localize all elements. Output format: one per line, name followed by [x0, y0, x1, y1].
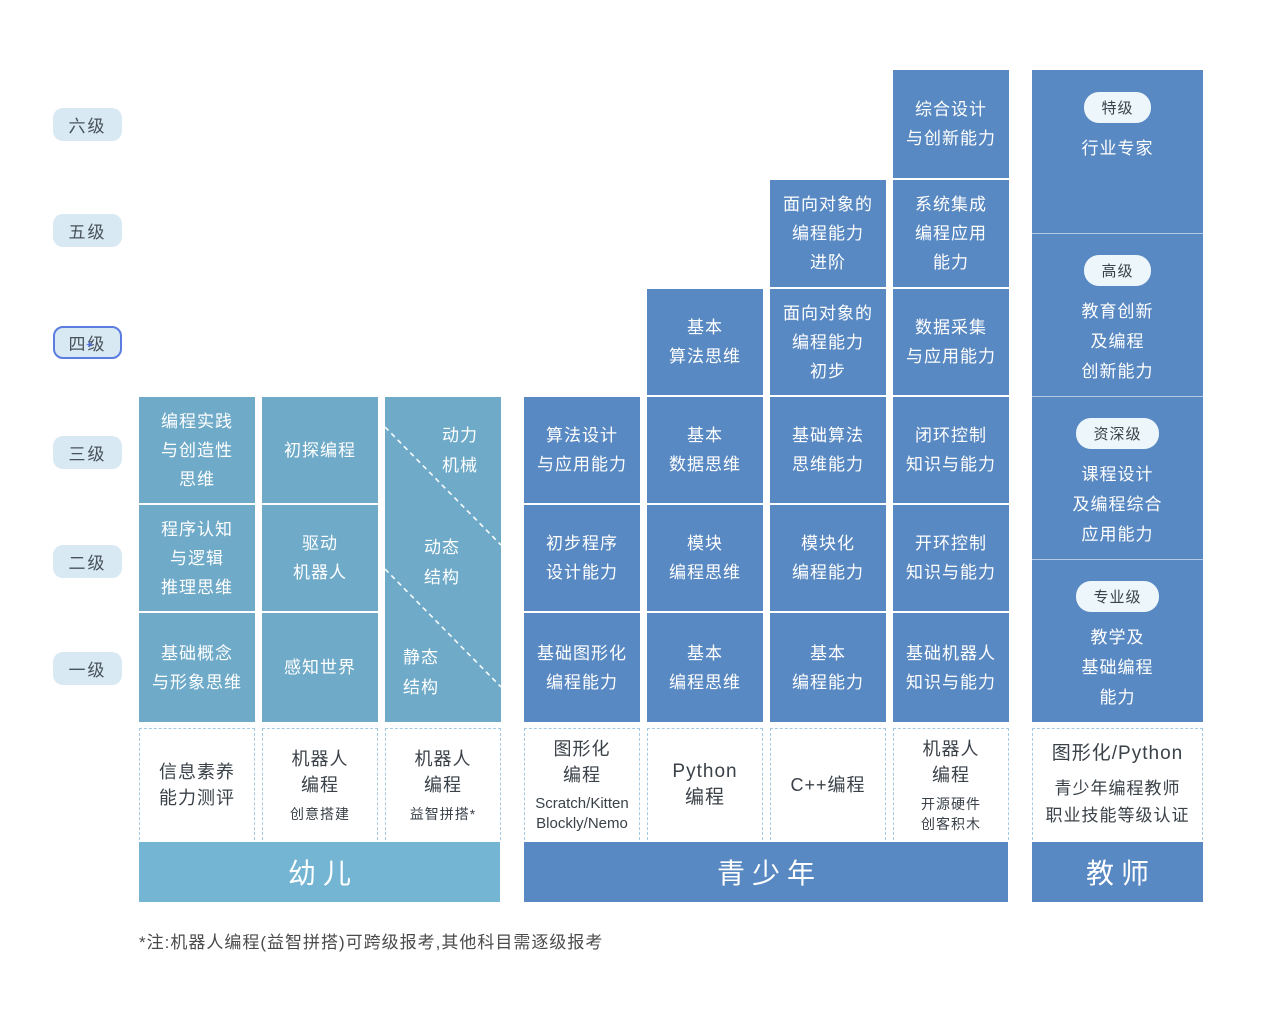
- level-pill-label: 六级: [68, 117, 107, 136]
- tier-badge-special: 特级: [1084, 92, 1151, 123]
- cell-graphical-level3: 算法设计 与应用能力: [524, 397, 640, 503]
- level-pill-3[interactable]: 三级: [53, 436, 122, 469]
- cell-graphical-level1: 基础图形化 编程能力: [524, 613, 640, 722]
- level-pill-2[interactable]: 二级: [53, 545, 122, 578]
- subject-title: Python 编程: [672, 760, 738, 808]
- subject-label-info-literacy: 信息素养 能力测评: [139, 728, 255, 840]
- cell-robot-hardware-level1: 基础机器人 知识与能力: [893, 613, 1009, 722]
- level-pill-5[interactable]: 五级: [53, 214, 122, 247]
- cell-robot-creative-level2: 驱动 机器人: [262, 505, 378, 611]
- cell-robot-hardware-level4: 数据采集 与应用能力: [893, 289, 1009, 395]
- tier-divider: [1032, 233, 1203, 234]
- level-pill-label: 四级: [69, 330, 107, 355]
- teacher-tier-professional: 专业级 教学及 基础编程 能力: [1032, 559, 1203, 722]
- diagonal-divider-lines: [384, 426, 502, 688]
- column-graphical: 算法设计 与应用能力 初步程序 设计能力 基础图形化 编程能力: [524, 397, 640, 722]
- subject-label-robot-puzzle: 机器人 编程 益智拼搭*: [385, 728, 501, 840]
- subject-label-robot-hardware: 机器人 编程 开源硬件 创客积木: [893, 728, 1009, 840]
- tier-badge-professional: 专业级: [1076, 581, 1159, 612]
- tier-text-veteran: 课程设计 及编程综合 应用能力: [1072, 465, 1163, 544]
- subject-title: 机器人 编程: [291, 748, 349, 795]
- cell-robot-hardware-level5: 系统集成 编程应用 能力: [893, 180, 1009, 287]
- subject-label-robot-creative: 机器人 编程 创意搭建: [262, 728, 378, 840]
- cell-robot-hardware-level6: 综合设计 与创新能力: [893, 70, 1009, 178]
- subject-title: 信息素养 能力测评: [159, 761, 235, 808]
- subject-subtitle: 益智拼搭*: [409, 805, 477, 822]
- subject-subtitle: Scratch/Kitten Blockly/Nemo: [535, 794, 629, 832]
- level-pill-label: 五级: [68, 223, 107, 242]
- subject-subtitle: 创意搭建: [290, 805, 350, 822]
- cell-python-level4: 基本 算法思维: [647, 289, 763, 395]
- subject-title: 机器人 编程: [414, 748, 472, 795]
- level-pill-label: 一级: [68, 661, 107, 680]
- cell-info-literacy-level2: 程序认知 与逻辑 推理思维: [139, 505, 255, 611]
- cell-robot-hardware-level3: 闭环控制 知识与能力: [893, 397, 1009, 503]
- column-robot-creative: 初探编程 驱动 机器人 感知世界: [262, 397, 378, 722]
- level-pill-label: 三级: [68, 445, 107, 464]
- tier-divider: [1032, 559, 1203, 560]
- column-info-literacy: 编程实践 与创造性 思维 程序认知 与逻辑 推理思维 基础概念 与形象思维: [139, 397, 255, 722]
- cell-robot-hardware-level2: 开环控制 知识与能力: [893, 505, 1009, 611]
- cell-cpp-level4: 面向对象的 编程能力 初步: [770, 289, 886, 395]
- column-teacher: 特级 行业专家 高级 教育创新 及编程 创新能力 资深级 课程设计 及编程综合 …: [1032, 70, 1203, 722]
- tier-badge-veteran: 资深级: [1076, 418, 1159, 449]
- teacher-tier-veteran: 资深级 课程设计 及编程综合 应用能力: [1032, 396, 1203, 559]
- tier-text-professional: 教学及 基础编程 能力: [1081, 628, 1154, 707]
- cell-robot-puzzle-power: 动力 机械: [442, 426, 478, 475]
- cell-cpp-level3: 基础算法 思维能力: [770, 397, 886, 503]
- teacher-tier-senior: 高级 教育创新 及编程 创新能力: [1032, 233, 1203, 396]
- subject-label-python: Python 编程: [647, 728, 763, 840]
- subject-label-cpp: C++编程: [770, 728, 886, 840]
- column-robot-puzzle: 动力 机械 动态 结构 静态 结构: [384, 397, 502, 722]
- cell-cpp-level5: 面向对象的 编程能力 进阶: [770, 180, 886, 287]
- cell-robot-creative-level3: 初探编程: [262, 397, 378, 503]
- cell-graphical-level2: 初步程序 设计能力: [524, 505, 640, 611]
- level-pill-1[interactable]: 一级: [53, 652, 122, 685]
- subject-label-graphical: 图形化 编程 Scratch/Kitten Blockly/Nemo: [524, 728, 640, 840]
- track-bar-youth: 青少年: [524, 842, 1008, 902]
- subject-label-teacher: 图形化/Python 青少年编程教师 职业技能等级认证: [1032, 728, 1203, 840]
- cell-robot-puzzle-static: 静态 结构: [403, 648, 439, 697]
- tier-text-senior: 教育创新 及编程 创新能力: [1081, 302, 1154, 381]
- level-pill-label: 二级: [68, 554, 107, 573]
- subject-subtitle: 开源硬件 创客积木: [921, 795, 981, 832]
- footnote: *注:机器人编程(益智拼搭)可跨级报考,其他科目需逐级报考: [139, 933, 604, 952]
- cell-robot-creative-level1: 感知世界: [262, 613, 378, 722]
- cell-info-literacy-level3: 编程实践 与创造性 思维: [139, 397, 255, 503]
- subject-title: 图形化/Python: [1051, 742, 1184, 764]
- level-pill-6[interactable]: 六级: [53, 108, 122, 141]
- column-robot-hardware: 综合设计 与创新能力 系统集成 编程应用 能力 数据采集 与应用能力 闭环控制 …: [893, 70, 1009, 722]
- tier-text-special: 行业专家: [1081, 139, 1154, 158]
- cursor-icon: [86, 341, 93, 348]
- column-python: 基本 算法思维 基本 数据思维 模块 编程思维 基本 编程思维: [647, 289, 763, 722]
- teacher-tier-special: 特级 行业专家: [1032, 70, 1203, 233]
- track-bar-teacher: 教师: [1032, 842, 1203, 902]
- subject-title: 图形化 编程: [553, 738, 611, 785]
- level-pill-4-selected[interactable]: 四级: [53, 326, 122, 359]
- cell-python-level3: 基本 数据思维: [647, 397, 763, 503]
- subject-title: C++编程: [790, 774, 866, 795]
- cell-cpp-level1: 基本 编程能力: [770, 613, 886, 722]
- tier-badge-senior: 高级: [1084, 255, 1151, 286]
- subject-subtitle: 青少年编程教师 职业技能等级认证: [1045, 778, 1190, 825]
- track-bar-kids: 幼儿: [139, 842, 500, 902]
- cell-info-literacy-level1: 基础概念 与形象思维: [139, 613, 255, 722]
- cell-cpp-level2: 模块化 编程能力: [770, 505, 886, 611]
- column-cpp: 面向对象的 编程能力 进阶 面向对象的 编程能力 初步 基础算法 思维能力 模块…: [770, 180, 886, 722]
- cell-python-level1: 基本 编程思维: [647, 613, 763, 722]
- tier-divider: [1032, 396, 1203, 397]
- subject-title: 机器人 编程: [922, 738, 980, 785]
- cell-robot-puzzle-dynamic: 动态 结构: [424, 538, 460, 587]
- cell-python-level2: 模块 编程思维: [647, 505, 763, 611]
- diagonal-block: 动力 机械 动态 结构 静态 结构: [384, 397, 502, 722]
